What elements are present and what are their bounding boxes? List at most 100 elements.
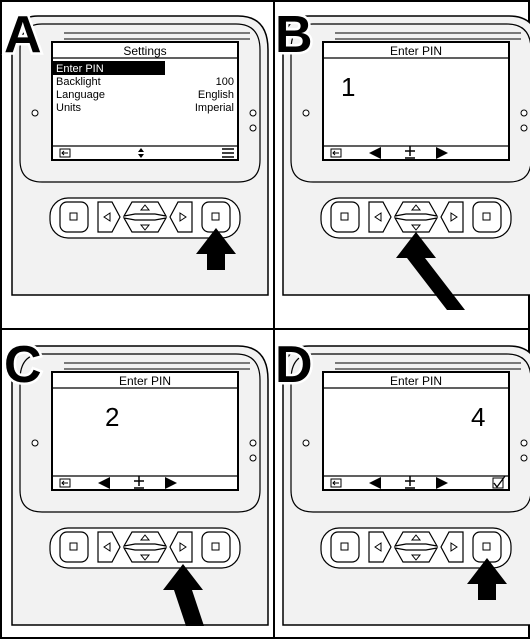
- up-button: [122, 201, 168, 217]
- bezel-inner-rim: [19, 23, 261, 183]
- right-button: [169, 531, 193, 563]
- panel-letter: B: [275, 6, 313, 64]
- right-button: [169, 201, 193, 233]
- left-button: [97, 201, 121, 233]
- right-button: [440, 201, 464, 233]
- up-glyph-icon: [139, 534, 151, 541]
- right-button: [440, 531, 464, 563]
- bezel-inner-rim: [19, 353, 261, 513]
- square-glyph-icon: [340, 212, 349, 221]
- left-button: [368, 531, 392, 563]
- menu-item-label: Units: [56, 102, 82, 114]
- up-button: [393, 531, 439, 547]
- right-arrow-icon: [165, 477, 177, 489]
- press-arrow-icon: [396, 232, 465, 310]
- left-button: [97, 531, 121, 563]
- left-square-button: [59, 531, 89, 563]
- back-icon: [330, 478, 342, 488]
- square-glyph-icon: [211, 212, 220, 221]
- panel-letter: C: [4, 336, 42, 394]
- right-square-button: [472, 201, 502, 233]
- left-glyph-icon: [374, 542, 382, 552]
- pin-digit: 2: [105, 402, 119, 432]
- right-glyph-icon: [179, 542, 187, 552]
- bezel-inner-rim: [290, 23, 530, 183]
- back-icon: [59, 148, 71, 158]
- right-arrow-icon: [436, 147, 448, 159]
- right-square-button: [201, 201, 231, 233]
- square-glyph-icon: [482, 542, 491, 551]
- panel-letter: D: [275, 336, 313, 394]
- right-led-top: [249, 109, 257, 117]
- lcd-screen: [51, 371, 239, 491]
- right-glyph-icon: [450, 212, 458, 222]
- panel-B: Enter PIN 1B: [273, 4, 530, 310]
- square-glyph-icon: [340, 542, 349, 551]
- left-glyph-icon: [103, 542, 111, 552]
- lcd-screen: [322, 41, 510, 161]
- menu-highlight: [53, 61, 165, 75]
- left-glyph-icon: [103, 212, 111, 222]
- screen-title: Enter PIN: [390, 44, 442, 58]
- left-square-button: [59, 201, 89, 233]
- left-led: [302, 439, 310, 447]
- left-led: [31, 439, 39, 447]
- square-glyph-icon: [69, 212, 78, 221]
- back-icon-arrow: [61, 150, 68, 156]
- up-button: [122, 531, 168, 547]
- right-led-top: [520, 439, 528, 447]
- back-icon-arrow: [61, 480, 68, 486]
- right-led-top: [249, 439, 257, 447]
- right-led-bottom: [520, 124, 528, 132]
- up-glyph-icon: [410, 534, 422, 541]
- screen-title: Enter PIN: [119, 374, 171, 388]
- bezel-inner-rim: [290, 353, 530, 513]
- up-glyph-icon: [410, 204, 422, 211]
- right-led-bottom: [249, 454, 257, 462]
- left-led: [302, 109, 310, 117]
- square-glyph-icon: [69, 542, 78, 551]
- menu-icon: [222, 148, 234, 158]
- right-glyph-icon: [450, 542, 458, 552]
- down-glyph-icon: [410, 224, 422, 231]
- left-arrow-icon: [369, 147, 381, 159]
- pin-digit: 1: [341, 72, 355, 102]
- right-led-top: [520, 109, 528, 117]
- press-arrow-icon: [196, 228, 236, 270]
- press-arrow-icon: [163, 564, 204, 626]
- back-icon: [59, 478, 71, 488]
- left-square-button: [330, 201, 360, 233]
- menu-item-value: Imperial: [195, 102, 234, 114]
- press-arrow-icon: [467, 558, 507, 600]
- left-arrow-icon: [98, 477, 110, 489]
- down-glyph-icon: [139, 554, 151, 561]
- up-button: [393, 201, 439, 217]
- panel-letter: A: [4, 6, 42, 64]
- back-icon: [330, 148, 342, 158]
- left-led: [31, 109, 39, 117]
- down-glyph-icon: [139, 224, 151, 231]
- pin-digit: 4: [471, 402, 485, 432]
- back-icon-arrow: [332, 150, 339, 156]
- back-icon-arrow: [332, 480, 339, 486]
- right-led-bottom: [520, 454, 528, 462]
- plus-minus-icon: [405, 476, 415, 489]
- checkmark-box: [492, 477, 504, 489]
- right-square-button: [201, 531, 231, 563]
- square-glyph-icon: [482, 212, 491, 221]
- menu-item-label: Enter PIN: [56, 63, 104, 75]
- lcd-screen: [51, 41, 239, 161]
- right-glyph-icon: [179, 212, 187, 222]
- lcd-screen: [322, 371, 510, 491]
- menu-item-value: English: [198, 89, 234, 101]
- checkmark-icon: [493, 475, 506, 489]
- menu-item-label: Language: [56, 89, 105, 101]
- up-glyph-icon: [139, 204, 151, 211]
- screen-title: Settings: [123, 44, 166, 58]
